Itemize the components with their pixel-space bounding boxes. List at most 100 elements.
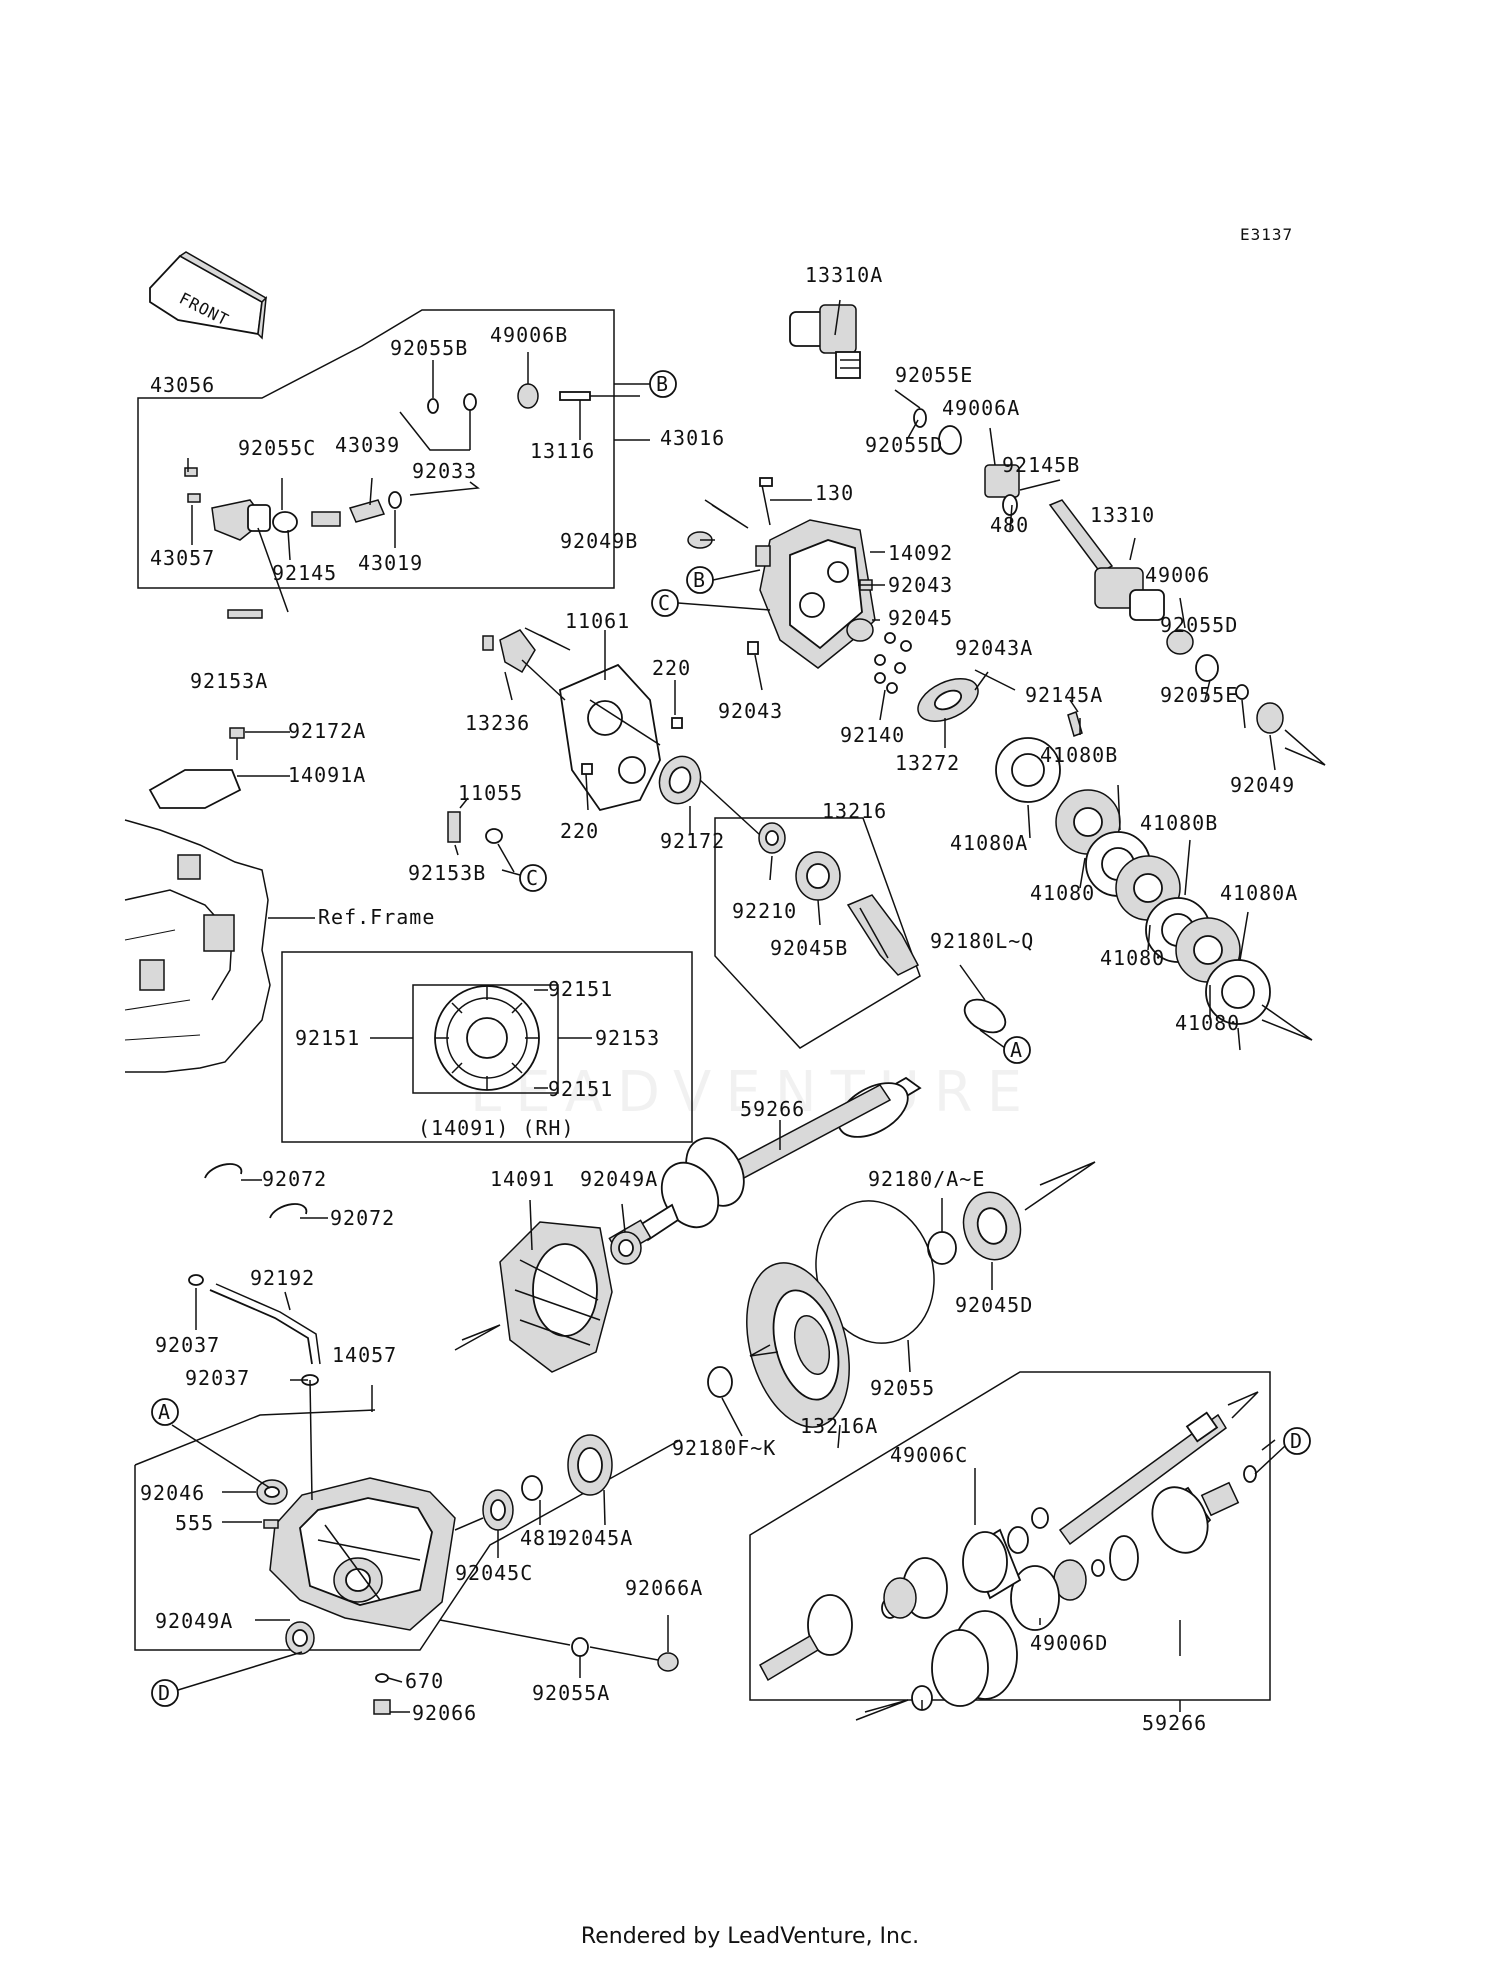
part-number-label: 92140 — [840, 723, 905, 747]
part-number-label: 49006B — [490, 323, 568, 347]
part-number-label: 43056 — [150, 373, 215, 397]
part-number-label: 92046 — [140, 1481, 205, 1505]
ring-gear-13216A — [707, 1262, 850, 1428]
part-number-label: 92153B — [408, 861, 486, 885]
part-number-label: 14092 — [888, 541, 953, 565]
callout-d-axle: D — [1254, 1427, 1311, 1475]
bolt-11055 — [447, 811, 503, 844]
part-number-label: 481 — [520, 1526, 559, 1550]
part-number-label: 92043 — [888, 573, 953, 597]
callout-b-right: B — [614, 370, 677, 398]
part-number-label: B — [693, 568, 706, 592]
part-number-label: 11061 — [565, 609, 630, 633]
part-number-label: 11055 — [458, 781, 523, 805]
part-number-label: 13310 — [1090, 503, 1155, 527]
part-number-label: 92180L~Q — [930, 929, 1034, 953]
part-number-label: 92049 — [1230, 773, 1295, 797]
part-number-label: 92055E — [895, 363, 973, 387]
part-number-label: 92066 — [412, 1701, 477, 1725]
inset-cover-14091 — [370, 985, 592, 1091]
final-gear-case-14057 — [171, 1379, 456, 1715]
part-number-label: B — [656, 372, 669, 396]
part-number-label: 43057 — [150, 546, 215, 570]
part-number-label: 92045A — [555, 1526, 633, 1550]
callout-c-bolt: C — [501, 864, 547, 892]
part-number-label: 13310A — [805, 263, 883, 287]
part-number-label: 49006D — [1030, 1631, 1108, 1655]
pinion-13216 — [758, 822, 1007, 1034]
clutch-pack — [917, 669, 1313, 1041]
part-number-label: 555 — [175, 1511, 214, 1535]
part-number-label: 220 — [560, 819, 599, 843]
part-number-label: 92055C — [238, 436, 316, 460]
part-number-label: 49006A — [942, 396, 1020, 420]
callout-a-case: A — [151, 1398, 179, 1426]
part-number-label: 41080 — [1100, 946, 1165, 970]
cover-14091 — [454, 1221, 642, 1373]
part-number-label: 41080A — [1220, 881, 1298, 905]
inset-caption: (14091) (RH) — [418, 1116, 575, 1140]
part-number-label: 92180F~K — [672, 1436, 776, 1460]
part-number-label: 92145B — [1002, 453, 1080, 477]
part-number-label: 13116 — [530, 439, 595, 463]
callout-c-case: C — [651, 589, 771, 617]
callout-a-pinion: A — [1003, 1036, 1031, 1064]
group-outlines — [134, 309, 1271, 1701]
part-number-label: 14091A — [288, 763, 366, 787]
part-number-label: D — [158, 1681, 171, 1705]
part-number-label: 92045 — [888, 606, 953, 630]
part-number-label: 59266 — [1142, 1711, 1207, 1735]
part-number-label: D — [1290, 1429, 1303, 1453]
part-number-label: 92145 — [272, 561, 337, 585]
shift-assembly — [184, 383, 591, 619]
ref-frame-label: Ref.Frame — [318, 905, 435, 929]
part-number-label: 92145A — [1025, 683, 1103, 707]
part-number-label: 92045C — [455, 1561, 533, 1585]
part-number-label: 92043 — [718, 699, 783, 723]
part-number-label: 41080B — [1140, 811, 1218, 835]
part-number-label: 41080B — [1040, 743, 1118, 767]
part-number-label: C — [658, 591, 671, 615]
part-number-label: 480 — [990, 513, 1029, 537]
part-number-label: 14057 — [332, 1343, 397, 1367]
watermark: LEADVENTURE — [470, 1060, 1037, 1125]
part-number-label: 43019 — [358, 551, 423, 575]
part-number-label: 92192 — [250, 1266, 315, 1290]
part-number-label: 92055D — [1160, 613, 1238, 637]
part-number-label: 92037 — [185, 1366, 250, 1390]
part-number-label: 49006C — [890, 1443, 968, 1467]
axle-assembly-59266 — [758, 1391, 1259, 1721]
part-number-label: 92151 — [295, 1026, 360, 1050]
cover-plate — [482, 627, 761, 836]
part-number-label: 92045D — [955, 1293, 1033, 1317]
part-number-label: 41080A — [950, 831, 1028, 855]
part-number-label: 59266 — [740, 1097, 805, 1121]
callout-b-case: B — [686, 566, 761, 594]
part-number-label: 92153 — [595, 1026, 660, 1050]
part-number-label: 92055 — [870, 1376, 935, 1400]
part-number-label: C — [526, 866, 539, 890]
part-number-label: 92180/A~E — [868, 1167, 985, 1191]
part-number-label: 220 — [652, 656, 691, 680]
prop-shaft — [789, 304, 1326, 766]
part-labels: E3137 13310A 92055E 49006A 92055D 92145B… — [140, 225, 1298, 1735]
callout-d-case: D — [151, 1651, 303, 1707]
breather-hose — [188, 1274, 321, 1386]
part-number-label: 92210 — [732, 899, 797, 923]
part-number-label: 92151 — [548, 977, 613, 1001]
part-number-label: 92055A — [532, 1681, 610, 1705]
part-number-label: 41080 — [1175, 1011, 1240, 1035]
guard-plate — [148, 727, 245, 809]
part-number-label: 92172 — [660, 829, 725, 853]
part-number-label: 41080 — [1030, 881, 1095, 905]
part-number-label: 92049B — [560, 529, 638, 553]
part-number-label: 92045B — [770, 936, 848, 960]
part-number-label: 13236 — [465, 711, 530, 735]
part-number-label: 92151 — [548, 1077, 613, 1101]
part-number-label: 14091 — [490, 1167, 555, 1191]
part-number-label: A — [1010, 1038, 1023, 1062]
part-number-label: 92037 — [155, 1333, 220, 1357]
part-number-label: 13216A — [800, 1414, 878, 1438]
part-number-label: 13272 — [895, 751, 960, 775]
